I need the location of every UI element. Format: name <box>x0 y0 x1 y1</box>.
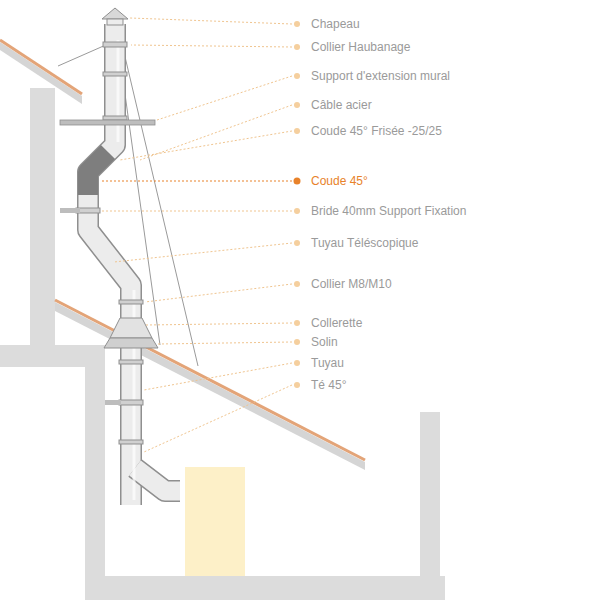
lower-roof-tiles <box>55 300 365 460</box>
wall-support <box>60 120 155 125</box>
bride-support <box>60 208 80 213</box>
part-label: Collier M8/M10 <box>311 277 392 291</box>
lower-roof <box>55 302 365 470</box>
part-label: Support d'extension mural <box>311 69 450 83</box>
part-label: Tuyau <box>311 356 344 370</box>
leader-lines <box>100 18 292 452</box>
part-label: Coude 45° <box>311 174 368 188</box>
upper-roof <box>0 42 82 104</box>
pipe-bracket <box>105 400 121 405</box>
upper-roof-tiles <box>0 40 82 94</box>
part-label: Coude 45° Frisée -25/25 <box>311 124 442 138</box>
floor-slab <box>0 345 105 367</box>
ground-floor <box>85 576 445 600</box>
building <box>0 40 445 600</box>
chapeau <box>102 8 128 25</box>
stove <box>185 467 245 576</box>
collerette <box>110 318 152 338</box>
part-label: Solin <box>311 335 338 349</box>
part-label: Collerette <box>311 316 362 330</box>
label-dots <box>294 21 301 388</box>
solin <box>104 338 158 348</box>
part-label: Bride 40mm Support Fixation <box>311 204 466 218</box>
upper-wall <box>30 88 55 348</box>
part-label: Tuyau Téléscopique <box>311 236 418 250</box>
coude-45 <box>88 152 108 195</box>
part-label: Câble acier <box>311 98 372 112</box>
right-wall <box>420 412 440 580</box>
lower-wall <box>85 367 105 580</box>
collars <box>76 42 143 444</box>
part-label: Té 45° <box>311 378 346 392</box>
part-label: Chapeau <box>311 17 360 31</box>
flue <box>88 24 180 505</box>
part-label: Collier Haubanage <box>311 40 410 54</box>
